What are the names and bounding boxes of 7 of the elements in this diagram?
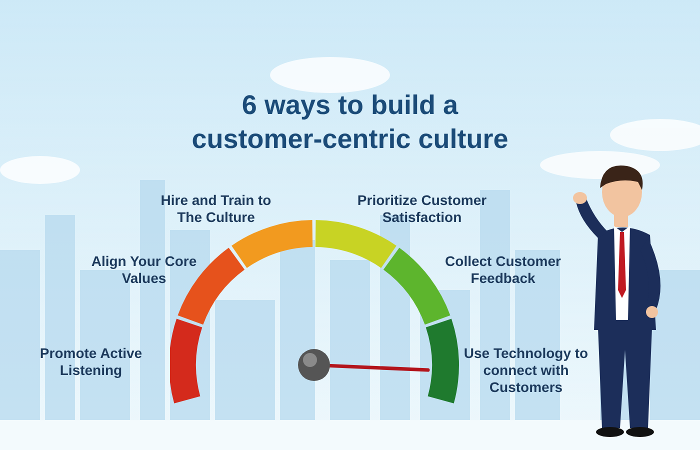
step-label: Align Your Core Values (90, 253, 198, 287)
step-label: Collect Customer Feedback (444, 253, 562, 287)
step-label: Prioritize Customer Satisfaction (356, 192, 488, 226)
title: 6 ways to build a customer-centric culture (190, 89, 510, 156)
step-label: Promote Active Listening (38, 345, 144, 379)
step-label: Hire and Train to The Culture (160, 192, 272, 226)
step-label: Use Technology to connect with Customers (462, 345, 590, 396)
